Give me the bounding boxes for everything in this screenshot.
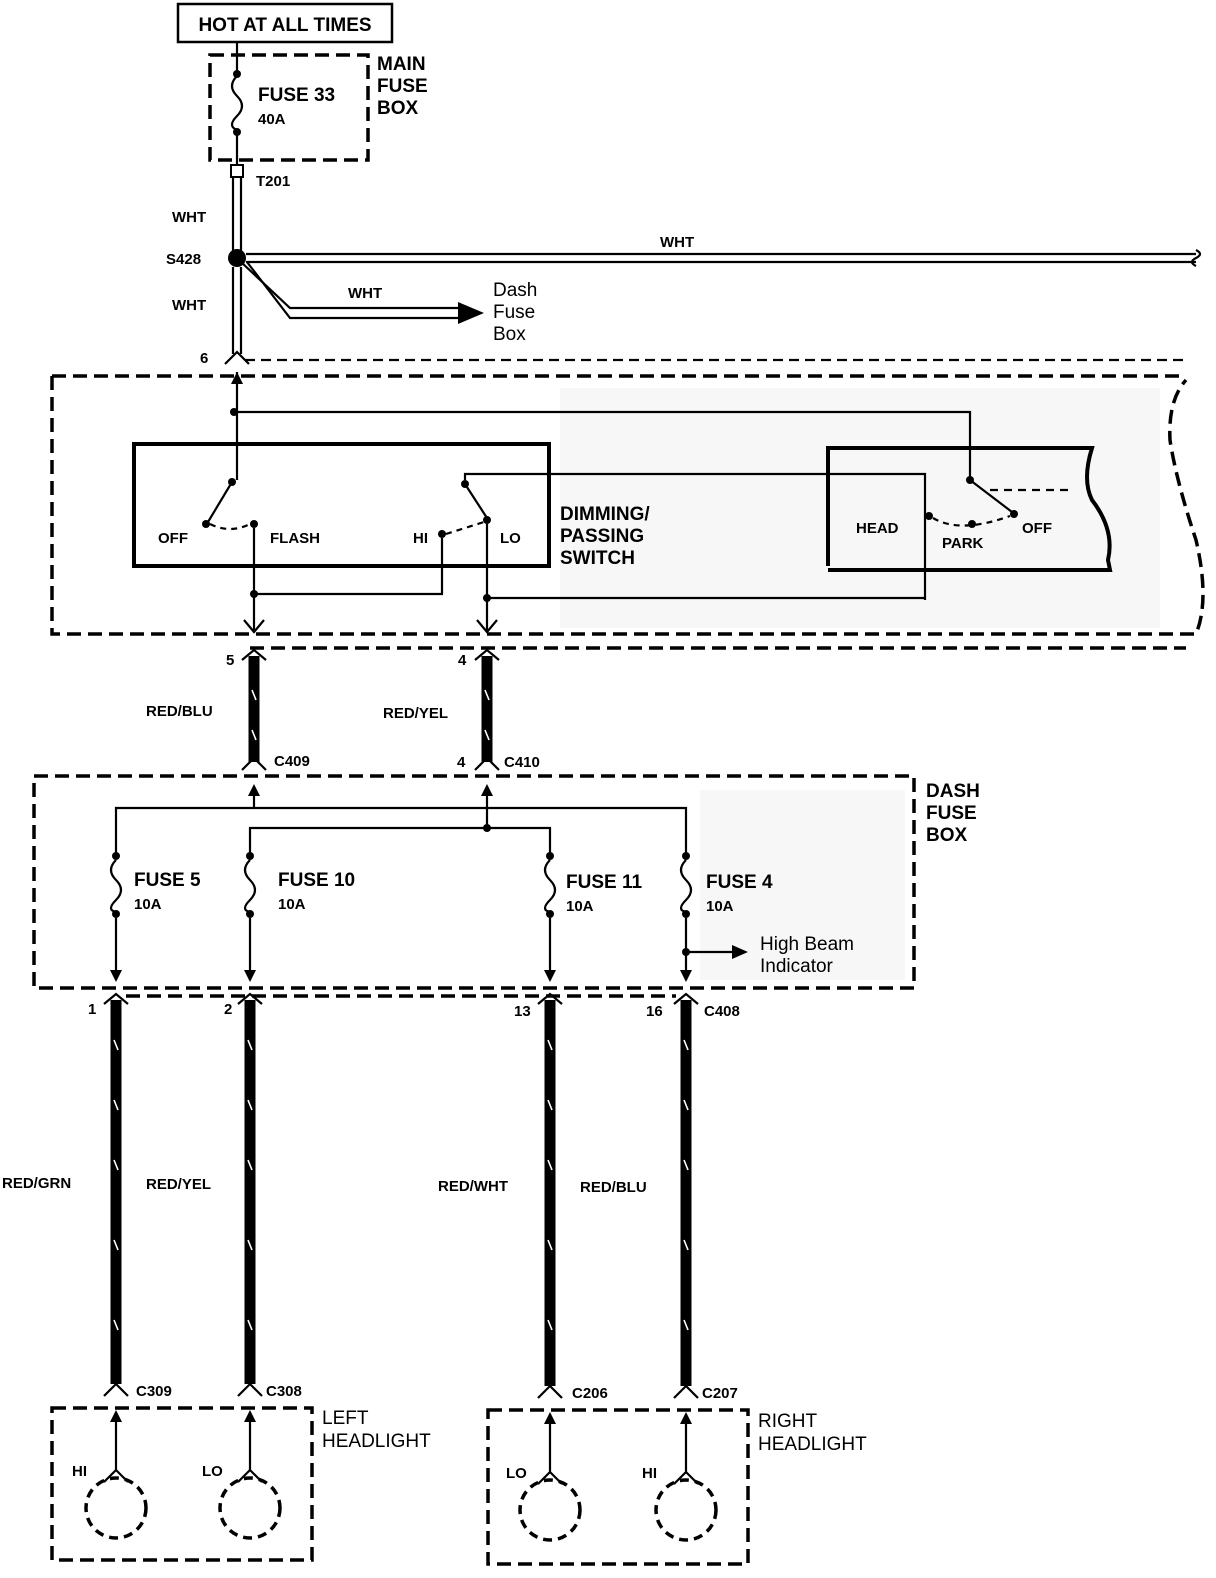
fuse-10-rating: 10A	[278, 896, 306, 913]
svg-text:FUSE: FUSE	[926, 803, 977, 824]
wire-label-red-blu-upper: RED/BLU	[146, 703, 213, 720]
dash-pin-13: 13	[514, 1003, 531, 1020]
light-switch	[826, 446, 1113, 572]
dash-pin-2: 2	[224, 1001, 232, 1018]
connector-c206: C206	[572, 1385, 608, 1402]
wire-label-red-blu: RED/BLU	[580, 1179, 647, 1196]
fuse-5-name: FUSE 5	[134, 870, 201, 891]
svg-text:SWITCH: SWITCH	[560, 548, 635, 569]
svg-text:LEFT: LEFT	[322, 1408, 369, 1429]
high-beam-indicator-label: High Beam Indicator	[760, 934, 854, 977]
wire-label-red-wht: RED/WHT	[438, 1178, 508, 1195]
main-fuse-box	[208, 53, 370, 162]
fuse-5	[109, 852, 123, 982]
light-switch-shading	[560, 388, 1160, 628]
left-lo-label: LO	[202, 1463, 223, 1480]
right-headlight-label: RIGHT HEADLIGHT	[758, 1411, 867, 1455]
right-lo-filament	[518, 1478, 582, 1542]
light-switch-position-head: HEAD	[856, 520, 899, 537]
dash-fuse-box-arrow	[458, 302, 484, 324]
svg-text:Box: Box	[493, 324, 526, 345]
dimmer-position-flash: FLASH	[270, 530, 320, 547]
wire-label-wht-right: WHT	[660, 234, 694, 251]
left-lo-filament	[218, 1476, 282, 1540]
fuse-4-rating: 10A	[706, 898, 734, 915]
dash-pin-16: 16	[646, 1003, 663, 1020]
wire-label-red-grn: RED/GRN	[2, 1175, 71, 1192]
wire-red-blu	[680, 1000, 692, 1386]
wire-label-wht-upper: WHT	[172, 209, 206, 226]
fuse-11-rating: 10A	[566, 898, 594, 915]
connector-c408: C408	[704, 1003, 740, 1020]
fuse-33-rating: 40A	[258, 111, 286, 128]
right-lo-label: LO	[506, 1465, 527, 1482]
wire-label-wht-lower: WHT	[172, 297, 206, 314]
switch-pin-6: 6	[200, 350, 208, 367]
svg-text:Indicator: Indicator	[760, 956, 834, 977]
fuse-10-name: FUSE 10	[278, 870, 355, 891]
svg-text:DASH: DASH	[926, 781, 980, 802]
wire-label-red-yel-upper: RED/YEL	[383, 705, 448, 722]
connector-c410-pin: 4	[457, 754, 466, 771]
wire-label-wht-dash: WHT	[348, 285, 382, 302]
svg-text:BOX: BOX	[377, 98, 419, 119]
left-hi-filament	[84, 1476, 148, 1540]
dimming-passing-switch	[132, 442, 551, 568]
fuse-4	[679, 852, 748, 982]
hot-at-all-times-box	[176, 2, 394, 44]
svg-text:FUSE: FUSE	[377, 76, 428, 97]
right-hi-label: HI	[642, 1465, 657, 1482]
fuse-33-name: FUSE 33	[258, 85, 335, 106]
hot-at-all-times-label: HOT AT ALL TIMES	[198, 15, 371, 36]
main-fuse-box-label: MAIN FUSE BOX	[377, 54, 428, 119]
wire-red-wht	[544, 1000, 556, 1386]
svg-text:HEADLIGHT: HEADLIGHT	[758, 1434, 867, 1455]
left-headlight-box	[50, 1406, 314, 1562]
fuse-5-rating: 10A	[134, 896, 162, 913]
dash-pin-1: 1	[88, 1001, 96, 1018]
right-hi-filament	[654, 1478, 718, 1542]
combination-switch-housing	[50, 374, 1205, 636]
svg-text:Fuse: Fuse	[493, 302, 535, 323]
fuse-10	[243, 852, 257, 982]
switch-pin-4: 4	[458, 652, 467, 669]
wire-red-yel	[244, 1000, 256, 1384]
fuse-11-name: FUSE 11	[566, 872, 642, 893]
dash-fuse-box-destination: Dash Fuse Box	[493, 280, 537, 345]
svg-text:RIGHT: RIGHT	[758, 1411, 818, 1432]
connector-c308: C308	[266, 1383, 302, 1400]
t201-label: T201	[256, 173, 290, 190]
wire-label-red-yel: RED/YEL	[146, 1176, 211, 1193]
wire-break-symbol	[1190, 249, 1202, 267]
dimmer-position-off: OFF	[158, 530, 188, 547]
right-headlight-box	[486, 1408, 750, 1566]
left-hi-label: HI	[72, 1463, 87, 1480]
switch-pin-5: 5	[226, 652, 234, 669]
svg-text:HEADLIGHT: HEADLIGHT	[322, 1431, 431, 1452]
svg-text:BOX: BOX	[926, 825, 968, 846]
s428-label: S428	[166, 251, 201, 268]
dimmer-position-hi: HI	[413, 530, 428, 547]
dimming-passing-switch-label: DIMMING/ PASSING SWITCH	[560, 504, 650, 569]
svg-text:MAIN: MAIN	[377, 54, 426, 75]
svg-text:High Beam: High Beam	[760, 934, 854, 955]
fuse-11	[543, 852, 557, 982]
svg-text:Dash: Dash	[493, 280, 537, 301]
svg-text:PASSING: PASSING	[560, 526, 644, 547]
dimmer-position-lo: LO	[500, 530, 521, 547]
light-switch-position-off: OFF	[1022, 520, 1052, 537]
light-switch-position-park: PARK	[942, 535, 984, 552]
connector-c409: C409	[274, 753, 310, 770]
connector-c207: C207	[702, 1385, 738, 1402]
connector-c410: C410	[504, 754, 540, 771]
fuse-4-name: FUSE 4	[706, 872, 773, 893]
fuse-33-symbol	[230, 75, 244, 132]
svg-text:DIMMING/: DIMMING/	[560, 504, 650, 525]
dash-fuse-box-label: DASH FUSE BOX	[926, 781, 980, 846]
t201-terminal	[230, 164, 244, 178]
wire-red-grn	[110, 1000, 122, 1384]
connector-c309: C309	[136, 1383, 172, 1400]
left-headlight-label: LEFT HEADLIGHT	[322, 1408, 431, 1452]
